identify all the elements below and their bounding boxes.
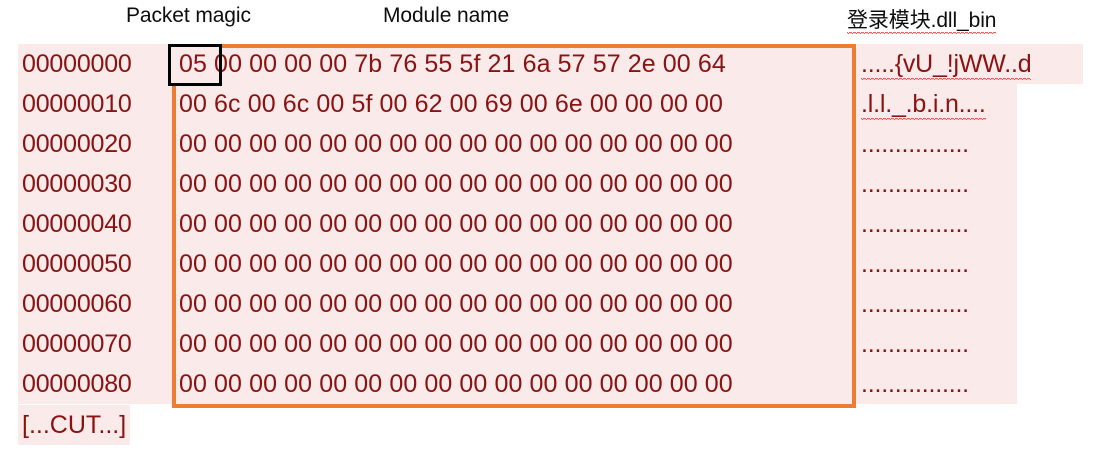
hex-row-ascii: .l.l._.b.i.n.... (851, 84, 1017, 124)
hex-row-bytes: 00 00 00 00 00 00 00 00 00 00 00 00 00 0… (168, 324, 851, 364)
hex-row-offset: 00000080 (18, 364, 168, 404)
hex-row-ascii-text: .l.l._.b.i.n.... (861, 90, 986, 120)
hex-row-ascii: ................ (851, 364, 1017, 404)
annotation-filename-extension: .dll_bin (930, 9, 997, 34)
hex-row-ascii-text: .....{vU_!jWW..d (861, 50, 1032, 80)
hex-row-offset: 00000010 (18, 84, 168, 124)
hex-row-offset: 00000070 (18, 324, 168, 364)
hex-row-offset: 00000030 (18, 164, 168, 204)
hex-row-offset: 00000050 (18, 244, 168, 284)
packet-magic-byte: 05 (179, 50, 208, 78)
hex-row-ascii: ................ (851, 164, 1017, 204)
hex-row-ascii-text: ................ (861, 210, 969, 238)
hex-row-ascii-text: ................ (861, 290, 969, 318)
hex-row-bytes: 05 00 00 00 00 7b 76 55 5f 21 6a 57 57 2… (168, 44, 851, 84)
annotation-packet-magic: Packet magic (126, 4, 251, 27)
hex-row-bytes: 00 00 00 00 00 00 00 00 00 00 00 00 00 0… (168, 124, 851, 164)
hex-row-bytes: 00 00 00 00 00 00 00 00 00 00 00 00 00 0… (168, 364, 851, 404)
hex-row-offset: 00000000 (18, 44, 168, 84)
hex-row-bytes: 00 00 00 00 00 00 00 00 00 00 00 00 00 0… (168, 204, 851, 244)
annotation-module-name: Module name (383, 4, 510, 27)
annotation-labels: Packet magic Module name 登录模块.dll_bin (0, 0, 1098, 44)
hex-dump-cut-marker: [...CUT...] (18, 405, 131, 445)
hex-row-ascii-text: ................ (861, 250, 969, 278)
hex-dump-cut-row: [...CUT...] (18, 404, 1083, 446)
hex-row-bytes: 00 6c 00 6c 00 5f 00 62 00 69 00 6e 00 0… (168, 84, 851, 124)
hex-row-offset: 00000040 (18, 204, 168, 244)
hex-row-bytes: 00 00 00 00 00 00 00 00 00 00 00 00 00 0… (168, 164, 851, 204)
hex-row-ascii-text: ................ (861, 170, 969, 198)
hex-row-ascii: ................ (851, 324, 1017, 364)
hex-row-ascii: ................ (851, 204, 1017, 244)
hex-row-ascii: ................ (851, 284, 1017, 324)
hex-row-ascii-text: ................ (861, 370, 969, 398)
annotation-filename-cjk: 登录模块 (847, 9, 931, 34)
annotation-filename: 登录模块.dll_bin (847, 4, 996, 34)
hex-row-ascii: ................ (851, 124, 1017, 164)
hex-row-offset: 00000060 (18, 284, 168, 324)
hex-row-ascii-text: ................ (861, 330, 969, 358)
hex-row-offset: 00000020 (18, 124, 168, 164)
hex-row-ascii: .....{vU_!jWW..d (851, 44, 1083, 84)
hex-row-bytes: 00 00 00 00 00 00 00 00 00 00 00 00 00 0… (168, 244, 851, 284)
hex-row-bytes: 00 00 00 00 00 00 00 00 00 00 00 00 00 0… (168, 284, 851, 324)
hex-row-ascii-text: ................ (861, 130, 969, 158)
hex-row-ascii: ................ (851, 244, 1017, 284)
